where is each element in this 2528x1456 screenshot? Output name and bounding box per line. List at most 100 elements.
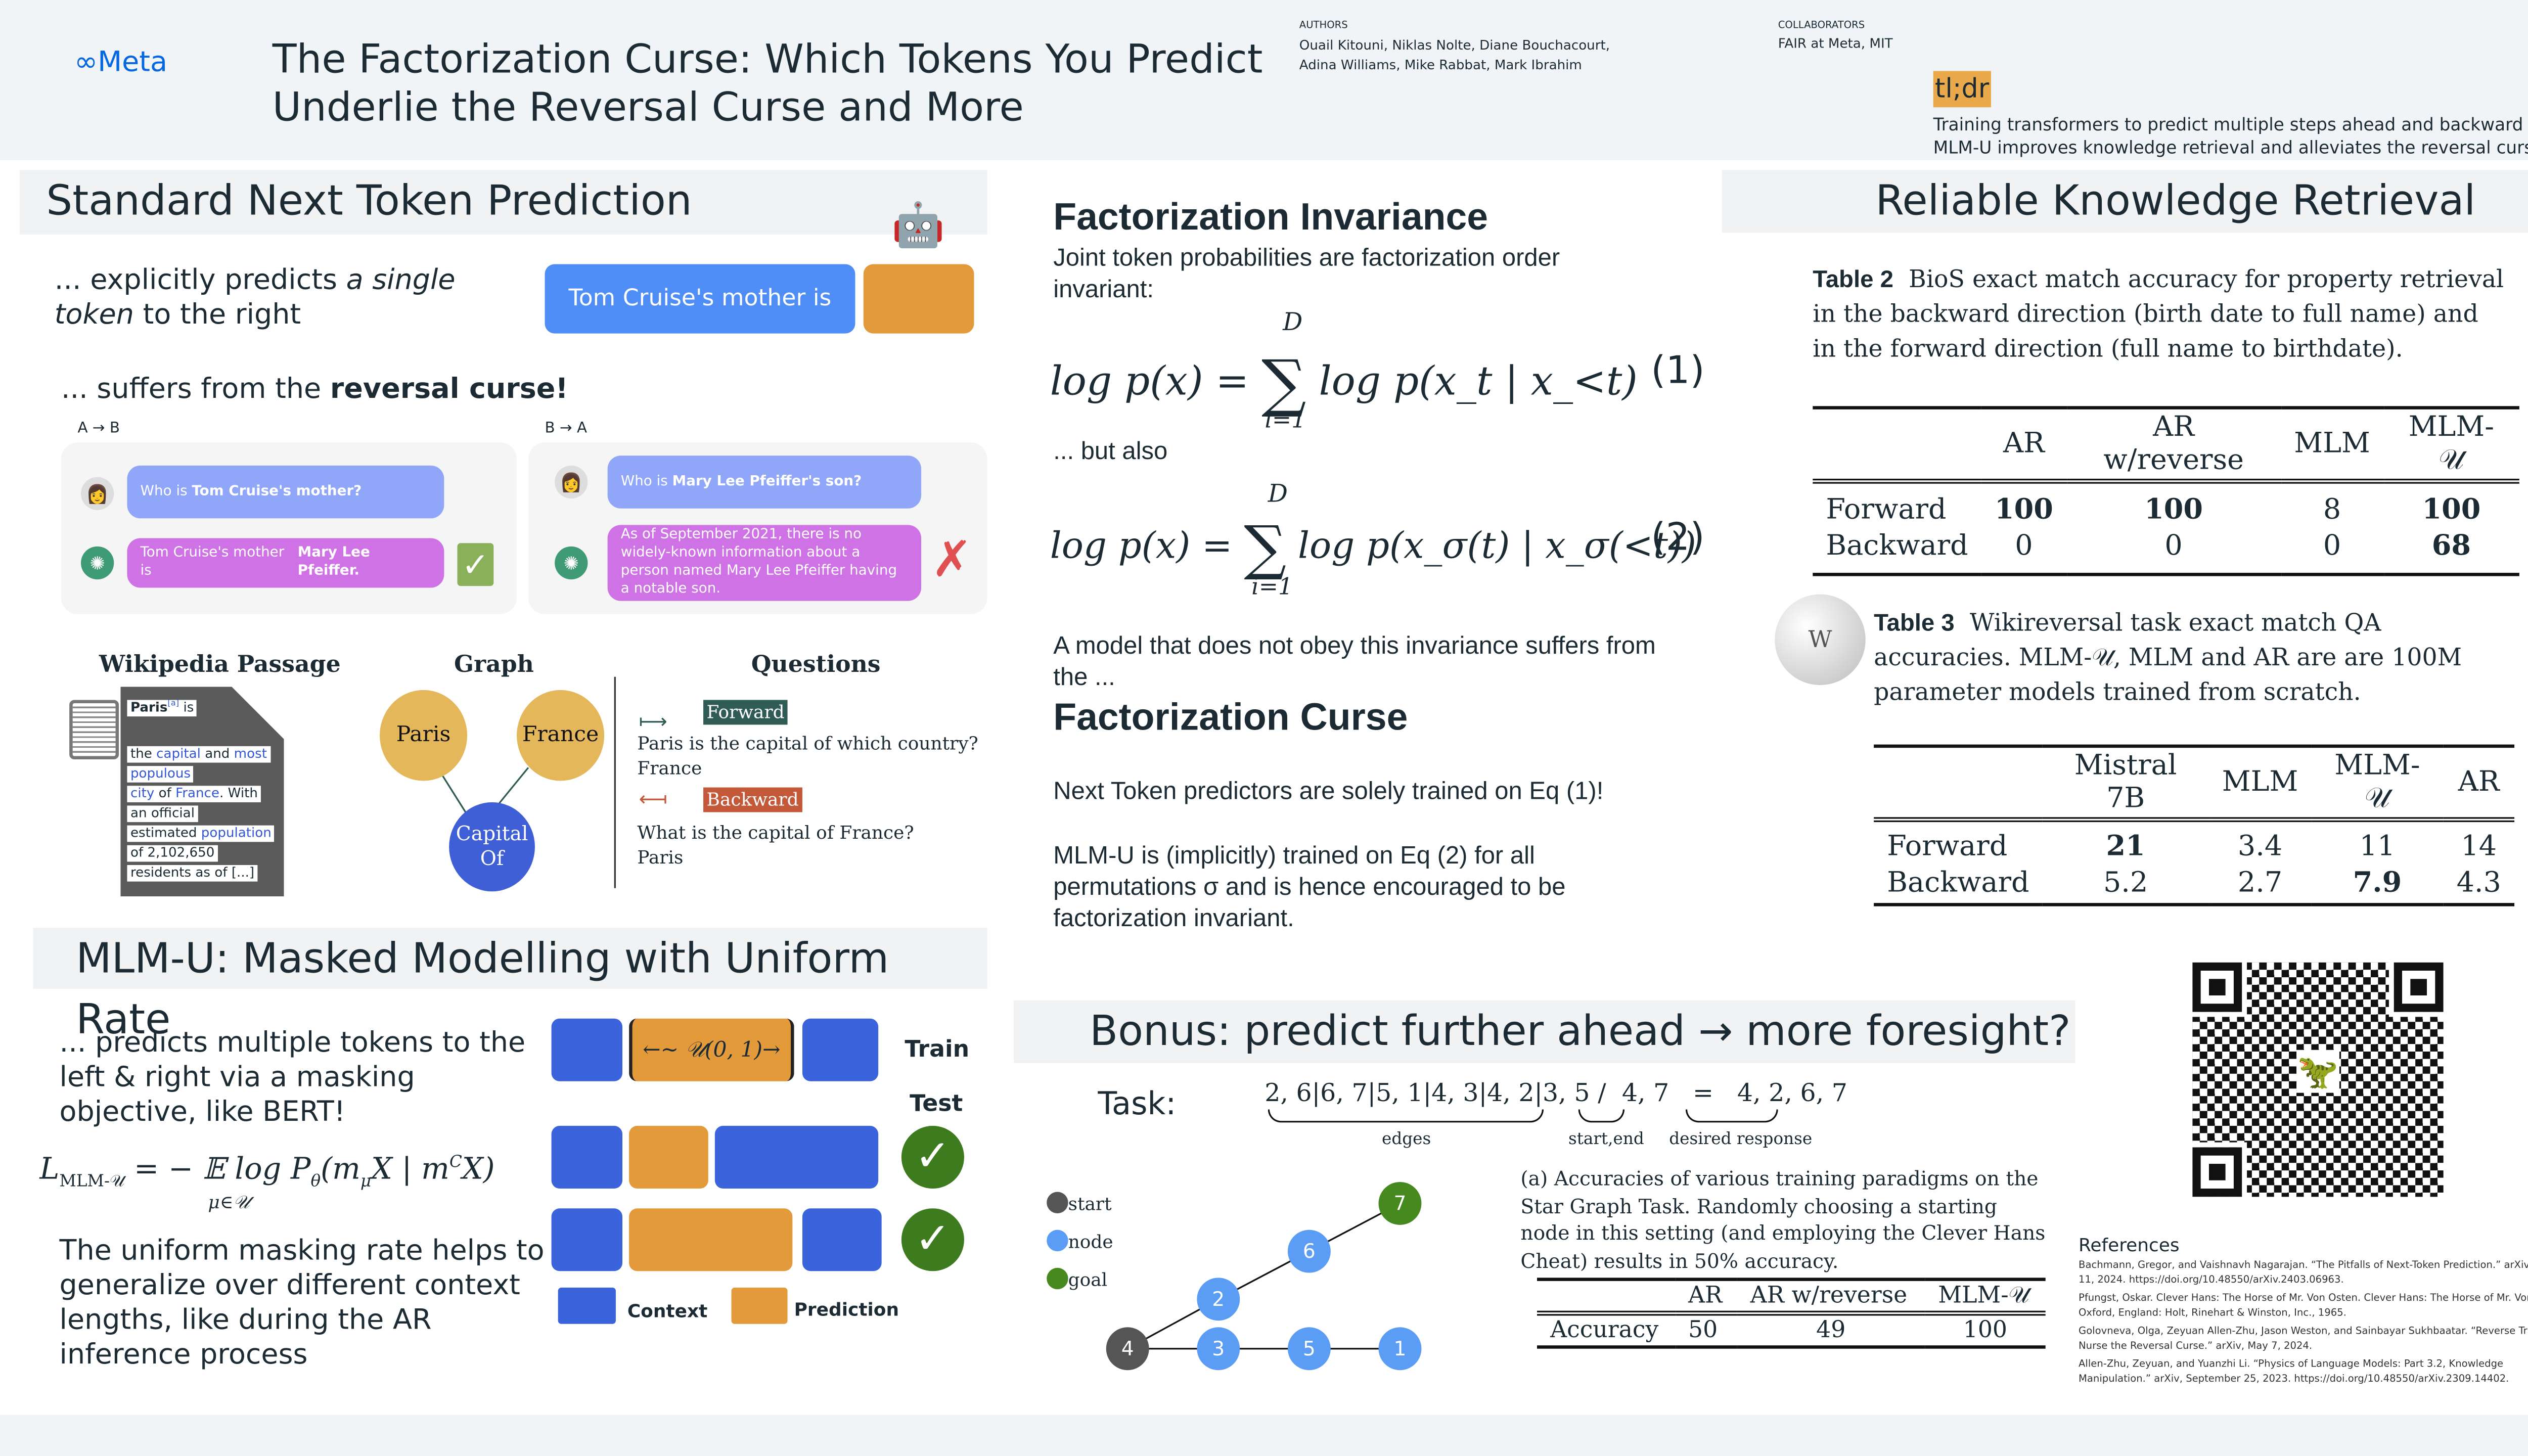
reversal-curse-text: ... suffers from the reversal curse! bbox=[61, 373, 568, 406]
graph-title: Graph bbox=[454, 652, 534, 679]
text: Wikireversal task exact match QA accurac… bbox=[1874, 611, 2462, 707]
text: C bbox=[449, 1154, 462, 1172]
ntp-text: ... explicitly predicts a single token t… bbox=[55, 264, 533, 333]
wikipedia-globe-icon: W bbox=[1775, 594, 1866, 686]
answer-bubble: Tom Cruise's mother is Mary Lee Pfeiffer… bbox=[127, 538, 444, 588]
context-legend-label: Context bbox=[627, 1301, 708, 1323]
ba-label: B → A bbox=[545, 421, 588, 438]
star-node: 2 bbox=[1197, 1278, 1240, 1321]
check-circle-icon: ✓ bbox=[901, 1125, 964, 1189]
sum-symbol: ∑ bbox=[1244, 515, 1287, 583]
legend-node: node bbox=[1047, 1223, 1113, 1261]
table-cell: 0 bbox=[2323, 529, 2341, 562]
fact-p1: Next Token predictors are solely trained… bbox=[1053, 777, 1604, 806]
factorization-invariance-title: Factorization Invariance bbox=[1053, 195, 1488, 238]
reference-item: Golovneva, Olga, Zeyuan Allen-Zhu, Jason… bbox=[2079, 1326, 2528, 1351]
sum-lower: i=1 bbox=[1265, 407, 1306, 434]
text: = − 𝔼 log P bbox=[124, 1152, 311, 1187]
star-node-goal: 7 bbox=[1378, 1181, 1422, 1225]
start-end-seq: 4, 7 bbox=[1621, 1078, 1669, 1108]
reference-item: Allen-Zhu, Zeyuan, and Yuanzhi Li. “Phys… bbox=[2079, 1358, 2509, 1384]
prediction-legend-swatch bbox=[731, 1287, 788, 1324]
start-end-label: start,end bbox=[1568, 1130, 1644, 1149]
text: most bbox=[234, 746, 267, 761]
forward-badge: Forward bbox=[703, 700, 788, 725]
chat-panel-ba: 👩 Who is Mary Lee Pfeiffer's son? ✺ As o… bbox=[528, 442, 987, 614]
references: References Bachmann, Gregor, and Vaishna… bbox=[2079, 1235, 2528, 1391]
title-line: The Factorization Curse: Which Tokens Yo… bbox=[272, 36, 1263, 83]
equation-number: (1) bbox=[1651, 350, 1705, 393]
text: ... suffers from the bbox=[61, 373, 330, 406]
but-also: ... but also bbox=[1053, 437, 1168, 466]
text: and bbox=[200, 746, 234, 761]
section-title-retrieval: Reliable Knowledge Retrieval bbox=[1722, 170, 2528, 233]
text: What is the capital of France? bbox=[637, 822, 914, 844]
table-cell: 14 bbox=[2461, 829, 2497, 863]
text: goal bbox=[1068, 1269, 1108, 1291]
table-cell: 68 bbox=[2431, 529, 2471, 562]
collaborators-label: COLLABORATORS bbox=[1778, 20, 1865, 32]
table-header bbox=[1537, 1280, 1675, 1313]
table-cell: 0 bbox=[2164, 529, 2183, 562]
authors-label: AUTHORS bbox=[1299, 20, 1348, 32]
wiki-line: Paris[a] is bbox=[127, 700, 197, 717]
text: France bbox=[637, 757, 702, 780]
check-icon: ✓ bbox=[457, 543, 494, 586]
table-cell: 100 bbox=[1994, 492, 2053, 526]
arrow-left-icon: ⟻ bbox=[639, 787, 667, 811]
context-token-box: Tom Cruise's mother is bbox=[545, 264, 855, 334]
mlmu-loss-equation: LMLM-𝒰 = − 𝔼 log Pθ(mμX | mCX) bbox=[39, 1152, 494, 1191]
text: ... explicitly predicts bbox=[54, 264, 346, 297]
ab-label: A → B bbox=[77, 421, 120, 438]
books-icon bbox=[69, 700, 119, 760]
backward-badge: Backward bbox=[703, 787, 802, 812]
text: start bbox=[1068, 1193, 1112, 1215]
tldr-badge: tl;dr bbox=[1933, 71, 1991, 108]
text: Paris bbox=[637, 847, 684, 869]
legend-goal: goal bbox=[1047, 1261, 1113, 1299]
star-node: 3 bbox=[1197, 1327, 1240, 1371]
context-block bbox=[714, 1125, 879, 1189]
uniform-mask-block: ←∼ 𝒰(0, 1)→ bbox=[629, 1018, 794, 1081]
text: μ bbox=[360, 1173, 372, 1192]
fact-p2: MLM-U is (implicitly) trained on Eq (2) … bbox=[1053, 842, 1566, 933]
context-block bbox=[551, 1125, 623, 1189]
text: capital bbox=[156, 746, 201, 761]
fact-intro: Joint token probabilities are factorizat… bbox=[1053, 244, 1560, 304]
sum-symbol: ∑ bbox=[1261, 346, 1306, 420]
star-node-start: 4 bbox=[1106, 1327, 1149, 1371]
text: Table 3 bbox=[1874, 611, 1955, 638]
table-cell: 5.2 bbox=[2103, 866, 2148, 899]
table-header: Mistral 7B bbox=[2074, 749, 2177, 816]
text: log p(x) = bbox=[1050, 526, 1244, 568]
authors-text: Ouail Kitouni, Niklas Nolte, Diane Bouch… bbox=[1299, 38, 1610, 73]
table-header: MLM-𝒰 bbox=[1938, 1283, 2029, 1309]
user-avatar-icon: 👩 bbox=[80, 477, 114, 510]
edges-label: edges bbox=[1382, 1130, 1431, 1149]
text: Paris bbox=[130, 700, 168, 715]
qr-code[interactable]: 🦖 bbox=[2187, 957, 2449, 1202]
context-block bbox=[802, 1208, 882, 1271]
text-bold: reversal curse! bbox=[330, 373, 568, 406]
context-block bbox=[551, 1018, 623, 1081]
fact-obey: A model that does not obey this invarian… bbox=[1053, 632, 1656, 692]
text: log p(x_t | x_<t) bbox=[1319, 358, 1638, 404]
predicted-token-box bbox=[863, 264, 974, 334]
response-brace bbox=[1685, 1109, 1778, 1123]
table-header bbox=[1874, 746, 2043, 820]
task-sequence: 2, 6|6, 7|5, 1|4, 3|4, 2|3, 5 / 4, 7 = 4… bbox=[1265, 1078, 1847, 1108]
text: city bbox=[130, 786, 155, 801]
wiki-line: populous bbox=[127, 766, 194, 783]
text: BioS exact match accuracy for property r… bbox=[1813, 267, 2504, 363]
wiki-passage: Paris[a] is the capital and most populou… bbox=[127, 700, 284, 885]
robot-icon: 🤖 bbox=[891, 201, 945, 251]
text: . With bbox=[219, 786, 258, 801]
table-cell: Accuracy bbox=[1550, 1317, 1659, 1344]
